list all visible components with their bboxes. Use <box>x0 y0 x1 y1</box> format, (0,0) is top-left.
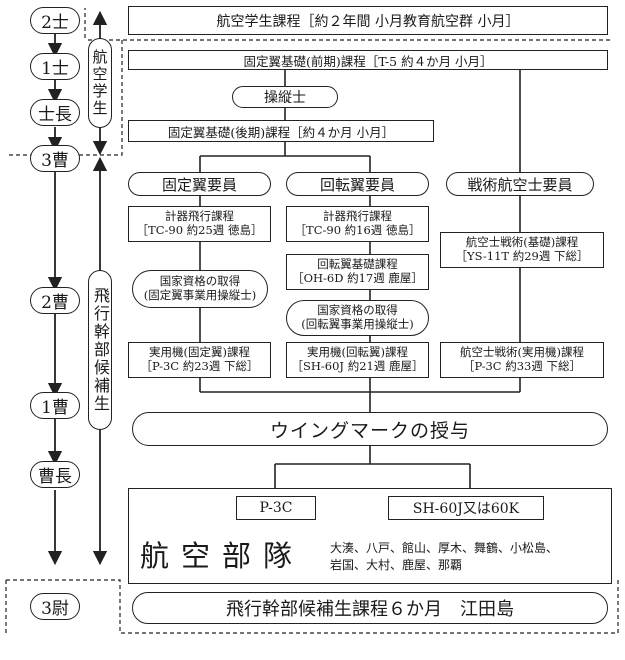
fixed-practical-title: 実用機(固定翼)課程 <box>149 345 250 360</box>
rank-2shi: 2士 <box>30 7 80 34</box>
bases-line-2: 岩国、大村、鹿屋、那覇 <box>330 558 463 572</box>
aviation-unit-bases: 大湊、八戸、館山、厚木、舞鶴、小松島、 岩国、大村、鹿屋、那覇 <box>330 540 610 574</box>
rank-socho: 曹長 <box>30 461 80 488</box>
tactical-practical-detail: ［P-3C 約33週 下総］ <box>462 359 582 373</box>
rotary-license-detail: (回転翼事業用操縦士) <box>301 317 414 331</box>
rotary-basic-title: 回転翼基礎課程 <box>317 257 398 272</box>
tactical-practical-title: 航空士戦術(実用機)課程 <box>460 345 584 360</box>
rotary-instrument-title: 計器飛行課程 <box>323 209 392 224</box>
rotary-practical-title: 実用機(回転翼)課程 <box>307 345 408 360</box>
fixed-practical-course: 実用機(固定翼)課程 ［P-3C 約23週 下総］ <box>128 342 271 378</box>
fixed-license-oval: 国家資格の取得 (固定翼事業用操縦士) <box>132 270 268 308</box>
fixed-license-title: 国家資格の取得 <box>159 274 241 289</box>
rank-shicho: 士長 <box>30 99 80 126</box>
aviation-unit-title: 航空部隊 <box>140 539 305 573</box>
aircraft-p3c: P-3C <box>236 496 316 520</box>
side-label-student: 航空学生 <box>88 38 112 128</box>
fixed-instrument-title: 計器飛行課程 <box>165 209 234 224</box>
tactical-basic-detail: ［YS-11T 約29週 下総］ <box>455 249 589 263</box>
rotary-license-oval: 国家資格の取得 (回転翼事業用操縦士) <box>286 300 429 336</box>
wing-mark-award: ウイングマークの授与 <box>132 412 608 446</box>
rank-3i: 3尉 <box>30 593 80 620</box>
pilot-badge: 操縦士 <box>232 86 338 108</box>
fixed-instrument-detail: ［TC-90 約25週 徳島］ <box>136 223 263 237</box>
rotary-practical-course: 実用機(回転翼)課程 ［SH-60J 約21週 鹿屋］ <box>286 342 429 378</box>
rotary-instrument-detail: ［TC-90 約16週 徳島］ <box>294 223 421 237</box>
fixed-instrument-course: 計器飛行課程 ［TC-90 約25週 徳島］ <box>128 206 271 242</box>
tactical-member-box: 戦術航空士要員 <box>446 172 594 196</box>
rotary-basic-detail: ［OH-6D 約17週 鹿屋］ <box>292 271 423 285</box>
rotary-practical-detail: ［SH-60J 約21週 鹿屋］ <box>291 359 424 373</box>
tactical-practical-course: 航空士戦術(実用機)課程 ［P-3C 約33週 下総］ <box>440 342 604 378</box>
rotary-basic-course: 回転翼基礎課程 ［OH-6D 約17週 鹿屋］ <box>286 254 429 290</box>
side-label-candidate: 飛行幹部候補生 <box>88 270 112 430</box>
rank-1shi: 1士 <box>30 53 80 80</box>
rotary-instrument-course: 計器飛行課程 ［TC-90 約16週 徳島］ <box>286 206 429 242</box>
officer-candidate-course: 飛行幹部候補生課程６か月 江田島 <box>132 592 608 624</box>
rank-1so: 1曹 <box>30 392 80 419</box>
fixed-basic-late-box: 固定翼基礎(後期)課程［約４か月 小月］ <box>128 120 434 142</box>
aircraft-sh60: SH-60J又は60K <box>388 496 544 520</box>
fixed-license-detail: (固定翼事業用操縦士) <box>143 288 257 302</box>
rank-3so: 3曹 <box>30 145 80 172</box>
tactical-basic-title: 航空士戦術(基礎)課程 <box>465 235 579 250</box>
fixed-member-box: 固定翼要員 <box>128 172 271 196</box>
rank-2so: 2曹 <box>30 287 80 314</box>
fixed-basic-early-box: 固定翼基礎(前期)課程［T-5 約４か月 小月］ <box>128 50 608 70</box>
rotary-license-title: 国家資格の取得 <box>317 303 398 318</box>
bases-line-1: 大湊、八戸、館山、厚木、舞鶴、小松島、 <box>330 541 559 555</box>
rotary-member-box: 回転翼要員 <box>286 172 429 196</box>
student-course-box: 航空学生課程［約２年間 小月教育航空群 小月］ <box>128 6 608 35</box>
fixed-practical-detail: ［P-3C 約23週 下総］ <box>140 359 259 373</box>
tactical-basic-course: 航空士戦術(基礎)課程 ［YS-11T 約29週 下総］ <box>440 232 604 268</box>
